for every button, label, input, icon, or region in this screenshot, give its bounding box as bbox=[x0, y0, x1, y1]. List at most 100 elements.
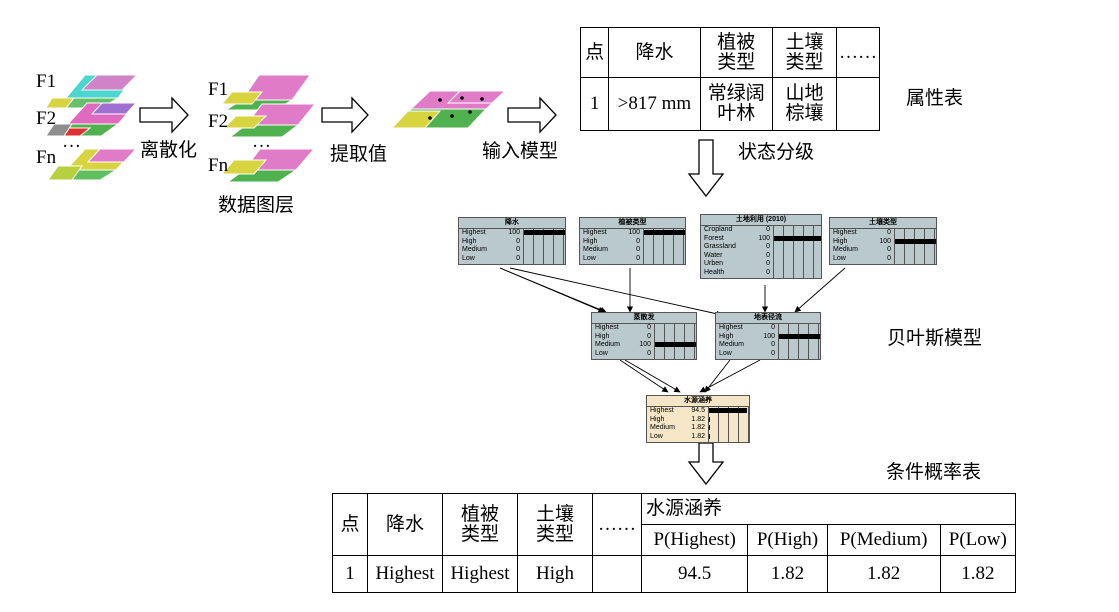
state-value: 100 bbox=[508, 229, 520, 236]
state-row: Low 1.82 bbox=[647, 433, 749, 442]
state-value: 0 bbox=[766, 268, 770, 276]
network-edges bbox=[499, 267, 846, 393]
cpt-cell-p-highest: 94.5 bbox=[640, 555, 749, 593]
cpt-cell-soil: High bbox=[517, 555, 593, 593]
state-value: 0 bbox=[766, 251, 770, 259]
state-name: High bbox=[719, 332, 734, 340]
state-name: Low bbox=[583, 254, 596, 262]
cpt-header-more: …… bbox=[592, 493, 642, 556]
extracted-layer bbox=[390, 90, 507, 129]
cpt-cell-p-low: 1.82 bbox=[939, 555, 1017, 593]
state-name: High bbox=[833, 237, 848, 245]
data-layer-stack bbox=[220, 74, 317, 183]
state-value: 100 bbox=[879, 237, 891, 245]
belief-bar-area bbox=[523, 228, 565, 264]
node-title: 植被类型 bbox=[580, 218, 685, 229]
state-name: Highest bbox=[462, 229, 486, 236]
attr-cell-rain: >817 mm bbox=[608, 77, 701, 131]
state-name: Highest bbox=[719, 324, 743, 331]
state-value: 1.82 bbox=[691, 424, 705, 431]
cpt-table: 点 降水 植被 类型 土壤 类型 …… 水源涵养 P(Highest) P(Hi… bbox=[332, 493, 1017, 593]
cpt-cell-point: 1 bbox=[332, 555, 368, 593]
cpt-sub-highest: P(Highest) bbox=[640, 524, 749, 556]
state-name: Low bbox=[650, 432, 663, 440]
state-value: 0 bbox=[516, 237, 520, 245]
data-layers-label: 数据图层 bbox=[218, 194, 295, 216]
state-value: 0 bbox=[647, 349, 651, 357]
cpt-header-water: 水源涵养 bbox=[641, 493, 1016, 525]
state-name: Highest bbox=[583, 229, 607, 236]
state-name: Medium bbox=[462, 246, 487, 253]
state-name: Low bbox=[462, 254, 475, 262]
state-value: 0 bbox=[636, 237, 640, 245]
cpt-header-veg: 植被 类型 bbox=[442, 493, 518, 556]
belief-bar bbox=[709, 425, 710, 430]
flow-arrows bbox=[139, 96, 725, 486]
state-name: Grassland bbox=[704, 243, 736, 250]
state-row: Medium 0 bbox=[459, 246, 565, 255]
cpt-cell-veg: Highest bbox=[442, 555, 518, 593]
state-grading-label: 状态分级 bbox=[738, 141, 815, 163]
node-title: 蒸散发 bbox=[592, 313, 696, 324]
raw-layer-stack bbox=[45, 74, 139, 181]
layer-fn-label: Fn bbox=[36, 147, 57, 168]
input-model-label: 输入模型 bbox=[482, 140, 559, 162]
state-name: Low bbox=[833, 254, 846, 262]
state-value: 0 bbox=[771, 349, 775, 357]
belief-bar bbox=[644, 230, 685, 235]
layer-ellipsis-label: … bbox=[62, 131, 81, 152]
cpt-sub-medium: P(Medium) bbox=[826, 524, 941, 556]
belief-bar bbox=[779, 333, 820, 339]
state-value: 0 bbox=[887, 246, 891, 253]
state-row: High 100 bbox=[830, 238, 936, 247]
state-name: Medium bbox=[719, 341, 744, 348]
attr-cell-more bbox=[835, 77, 881, 131]
belief-bar bbox=[895, 238, 936, 244]
extract-value-label: 提取值 bbox=[330, 143, 388, 165]
cpt-sub-low: P(Low) bbox=[939, 524, 1017, 556]
state-name: High bbox=[595, 332, 610, 340]
state-name: High bbox=[583, 237, 598, 245]
belief-bar-area bbox=[773, 225, 821, 278]
layer-f2-label: F2 bbox=[36, 108, 57, 129]
state-value: 0 bbox=[771, 324, 775, 331]
belief-bar-area bbox=[654, 323, 696, 359]
data-layer-f2-label: F2 bbox=[208, 111, 229, 132]
attr-header-soil: 土壤 类型 bbox=[771, 27, 837, 78]
state-value: 0 bbox=[516, 246, 520, 253]
state-name: Highest bbox=[650, 407, 674, 414]
cpt-cell-rain: Highest bbox=[367, 555, 443, 593]
state-row: High 0 bbox=[592, 333, 696, 342]
state-value: 0 bbox=[766, 226, 770, 233]
node-title: 降水 bbox=[459, 218, 565, 229]
state-value: 0 bbox=[647, 332, 651, 340]
node-title: 地表径流 bbox=[716, 313, 820, 324]
state-row: Highest 0 bbox=[716, 324, 820, 333]
state-row: Highest 100 bbox=[459, 229, 565, 238]
state-value: 1.82 bbox=[691, 432, 705, 440]
state-name: Highest bbox=[833, 229, 857, 236]
state-value: 0 bbox=[647, 324, 651, 331]
discretize-label: 离散化 bbox=[140, 139, 198, 161]
belief-bar-area bbox=[894, 228, 936, 264]
attr-cell-veg: 常绿阔 叶林 bbox=[699, 77, 773, 131]
belief-bar bbox=[524, 230, 565, 235]
belief-bar-area bbox=[708, 406, 749, 442]
